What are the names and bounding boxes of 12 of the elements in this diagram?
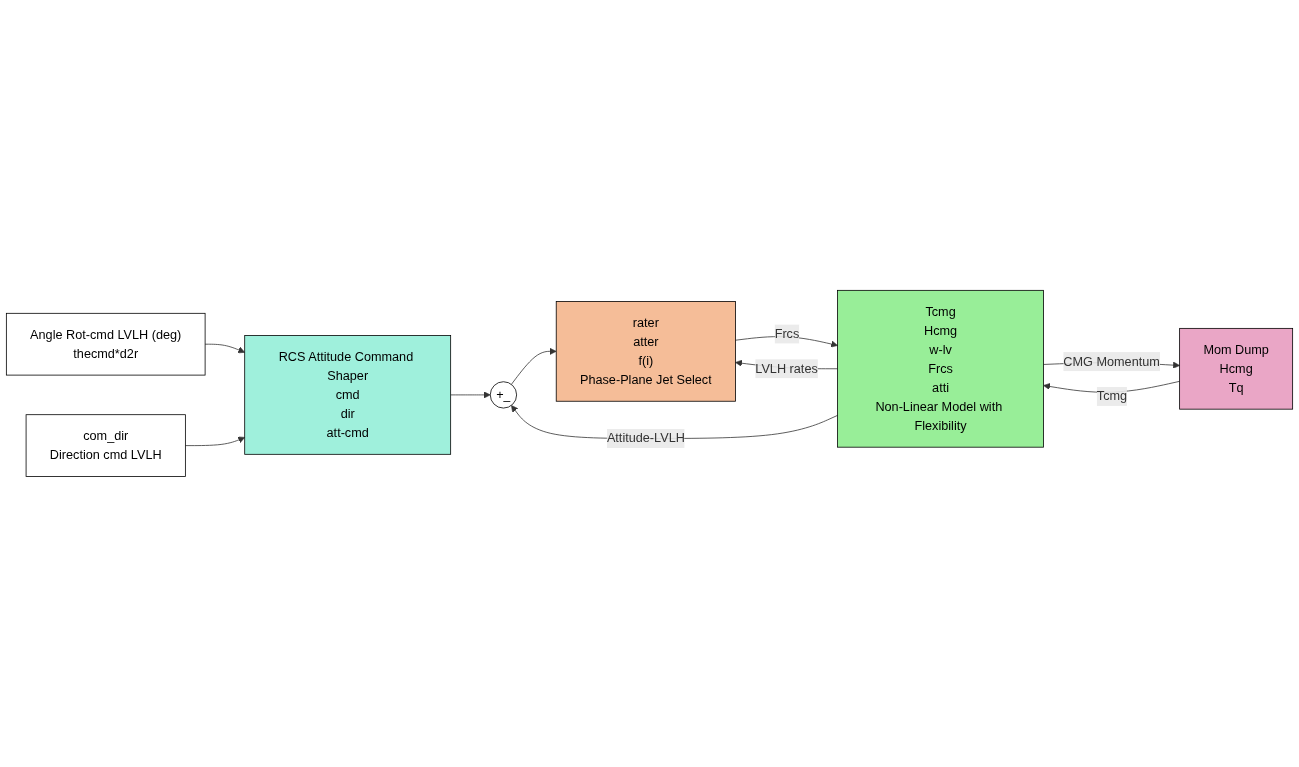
edge-label: CMG Momentum [1063,354,1160,369]
edge-label: Frcs [774,326,800,341]
node-box: Tcmg Hcmg w-lv Frcs atti Non-Linear Model with Flexibility [837,290,1044,448]
node-box: com_dir Direction cmd LVLH [25,414,186,477]
edge-label: Tcmg [1096,389,1128,403]
edge-label: LVLH rates [755,361,818,376]
node-box: Angle Rot-cmd LVLH (deg) thecmd*d2r [5,313,206,376]
node-box: rater atter f(i) Phase-Plane Jet Select [555,301,736,402]
node-box: RCS Attitude Command Shaper cmd dir att-cmd [244,335,452,455]
node-circle: +_ [489,381,517,409]
node-box: Mom Dump Hcmg Tq [1179,328,1294,410]
edge-label: Attitude-LVLH [606,431,685,445]
